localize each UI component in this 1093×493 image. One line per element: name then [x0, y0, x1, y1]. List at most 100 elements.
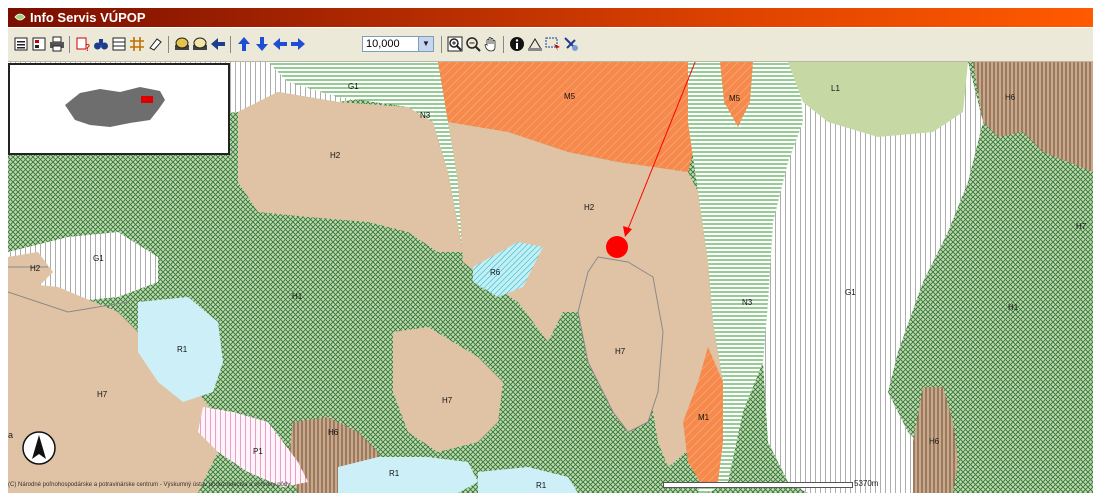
map-label-h6-topright: H6 — [1005, 93, 1016, 102]
attribute-table-button[interactable] — [110, 35, 128, 53]
map-area-r1-bottom — [338, 457, 478, 493]
map-area-g1-right — [763, 62, 983, 493]
map-label-n3-top: N3 — [420, 111, 431, 120]
map-label-h6-bottom: H6 — [328, 428, 339, 437]
map-area-p1 — [198, 407, 308, 487]
grid-button[interactable] — [128, 35, 146, 53]
scale-select-value: 10,000 — [366, 38, 400, 50]
select-area-button[interactable] — [544, 35, 562, 53]
printer-icon — [50, 36, 64, 52]
clear-selection-button[interactable] — [562, 35, 580, 53]
map-area-h6-bottomright — [913, 387, 958, 493]
map-label-h6-bottomright: H6 — [929, 437, 940, 446]
overview-map[interactable] — [8, 63, 230, 155]
scale-bar-label: 5370m — [854, 479, 879, 488]
full-extent-button[interactable] — [173, 35, 191, 53]
map-label-m1: M1 — [698, 413, 710, 422]
map-label-l1: L1 — [831, 84, 840, 93]
table-icon — [112, 37, 126, 51]
map-area-n3-right — [688, 62, 803, 493]
arrow-right-icon — [291, 38, 305, 50]
clear-selection-icon — [564, 37, 578, 51]
map-label-h2-center: H2 — [584, 203, 595, 212]
map-label-g1-right: G1 — [845, 288, 856, 297]
toolbar-separator — [230, 36, 231, 53]
map-label-p1: P1 — [253, 447, 263, 456]
layers-list-button[interactable] — [12, 35, 30, 53]
pan-west-button[interactable] — [271, 35, 289, 53]
scale-bar — [663, 482, 853, 488]
overview-extent-box — [141, 96, 153, 103]
map-label-r1-left: R1 — [177, 345, 188, 354]
map-area-m5-center — [438, 62, 698, 172]
annotation-arrow — [627, 62, 696, 230]
map-label-h2-far-left: H2 — [30, 264, 41, 273]
map-label-h7-center: H7 — [615, 347, 626, 356]
title-bar: Info Servis VÚPOP — [8, 8, 1093, 27]
select-rectangle-icon — [545, 37, 560, 51]
grid-icon — [130, 37, 144, 51]
eraser-icon — [149, 38, 162, 51]
scale-select[interactable]: 10,000 ▼ — [362, 36, 434, 52]
pan-north-button[interactable] — [235, 35, 253, 53]
toolbar: ? 10,000 ▼ — [8, 28, 1093, 62]
legend-button[interactable] — [30, 35, 48, 53]
map-label-h2-left: H2 — [330, 151, 341, 160]
map-label-n3-mid: N3 — [742, 298, 753, 307]
map-label-g1-left: G1 — [93, 254, 104, 263]
map-label-m5-center: M5 — [564, 92, 576, 101]
map-label-h7-left: H7 — [97, 390, 108, 399]
zoom-in-button[interactable] — [446, 35, 464, 53]
globe-extent-icon — [175, 37, 189, 50]
query-icon: ? — [76, 37, 90, 52]
find-button[interactable] — [92, 35, 110, 53]
chevron-down-icon[interactable]: ▼ — [418, 37, 433, 51]
print-button[interactable] — [48, 35, 66, 53]
map-label-g1-top: G1 — [348, 82, 359, 91]
legend-icon — [32, 37, 46, 51]
app-logo-icon — [14, 13, 26, 21]
map-label-r1-bottom: R1 — [389, 469, 400, 478]
map-area-h2-left — [238, 92, 463, 252]
zoom-out-button[interactable] — [464, 35, 482, 53]
map-area-m1 — [683, 347, 723, 487]
identify-button[interactable] — [508, 35, 526, 53]
query-button[interactable]: ? — [74, 35, 92, 53]
location-marker[interactable] — [606, 236, 628, 258]
pan-south-button[interactable] — [253, 35, 271, 53]
zoom-out-icon — [466, 37, 481, 52]
toolbar-separator — [503, 36, 504, 53]
map-label-h7-right-edge: H7 — [1076, 222, 1087, 231]
side-letter: a — [8, 430, 14, 440]
map-label-h1-center: H1 — [292, 292, 303, 301]
binoculars-icon — [94, 39, 108, 50]
app-title: Info Servis VÚPOP — [30, 10, 146, 25]
zoom-in-icon — [447, 36, 463, 52]
eraser-button[interactable] — [146, 35, 164, 53]
measure-button[interactable] — [526, 35, 544, 53]
map-label-m5-right: M5 — [729, 94, 741, 103]
map-label-h1-right: H1 — [1008, 303, 1019, 312]
arrow-down-icon — [256, 37, 268, 51]
previous-extent-button[interactable] — [209, 35, 227, 53]
copyright-text: (C) Národné poľnohospodárske a potraviná… — [8, 482, 291, 488]
map-area-n3-top — [268, 62, 478, 272]
zoom-layer-button[interactable] — [191, 35, 209, 53]
map-area-h7-left — [8, 282, 228, 493]
map-area-r1-bottom2 — [478, 467, 578, 493]
toolbar-separator — [69, 36, 70, 53]
map-area-l1 — [788, 62, 968, 137]
map-label-h7-mid: H7 — [442, 396, 453, 405]
pan-east-button[interactable] — [289, 35, 307, 53]
map-area-h2-far-left — [8, 252, 53, 287]
slovakia-overview — [65, 87, 165, 127]
map-area-r1-left — [138, 297, 223, 402]
toolbar-separator — [441, 36, 442, 53]
info-icon — [510, 37, 524, 51]
measure-icon — [528, 38, 542, 51]
boundary-line — [8, 291, 129, 313]
pan-button[interactable] — [482, 35, 500, 53]
north-arrow-icon — [22, 431, 56, 465]
map-label-r1-bottom2: R1 — [536, 481, 547, 490]
hand-icon — [484, 37, 496, 52]
